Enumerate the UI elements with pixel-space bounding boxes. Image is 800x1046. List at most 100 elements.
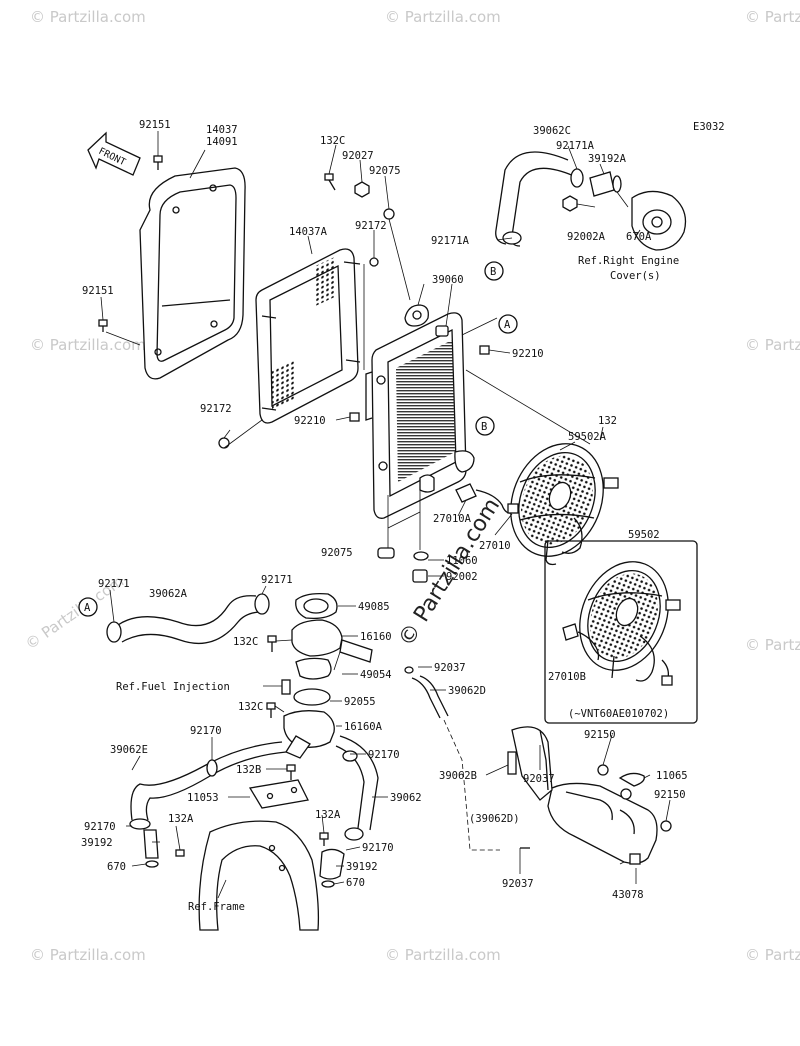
ref-note: Ref.Right Engine <box>578 255 679 267</box>
part-label: 39062B <box>439 770 477 782</box>
part-label: 92171 <box>98 578 130 590</box>
part-label: 132A <box>315 809 341 821</box>
upper-hose <box>495 151 575 247</box>
part-label: 92002A <box>567 231 606 243</box>
leader-lines <box>100 131 671 899</box>
reservoir-tank <box>511 726 672 865</box>
part-label: 39062 <box>390 792 422 804</box>
part-label: 92075 <box>369 165 401 177</box>
radiator-core <box>365 304 475 519</box>
part-label: 92037 <box>434 662 466 674</box>
diagram-code: E3032 <box>693 121 725 133</box>
part-label: 92170 <box>362 842 394 854</box>
part-label: 39062D <box>448 685 486 697</box>
bolt-icon <box>266 635 277 718</box>
watermark: © Partzilla.com <box>30 8 146 26</box>
watermark: © Partzilla.com <box>385 946 501 964</box>
part-label: 92172 <box>200 403 232 415</box>
part-label: 11065 <box>656 770 688 782</box>
part-label: 670 <box>107 861 126 873</box>
watermark: © Partzilla.com <box>385 8 501 26</box>
callout-label: A <box>84 602 91 614</box>
part-label: 92151 <box>82 285 114 297</box>
part-label: 39192A <box>588 153 627 165</box>
part-label: 92055 <box>344 696 376 708</box>
inset-note: (~VNT60AE010702) <box>568 708 669 720</box>
watermark: © Partzilla.com <box>745 636 800 654</box>
watermark: © Partzilla.com <box>30 946 146 964</box>
part-label: 39192 <box>346 861 378 873</box>
part-label: 16160 <box>360 631 392 643</box>
part-labels: 92151 14037 14091 132C 92027 92075 39062… <box>81 119 688 913</box>
ref-note: Ref.Frame <box>188 901 245 913</box>
hose-fitting-icon <box>589 171 622 197</box>
part-label: 92027 <box>342 150 374 162</box>
part-label: 27010 <box>479 540 511 552</box>
part-label: 670 <box>346 877 365 889</box>
part-label: 132 <box>598 415 617 427</box>
inset-box <box>544 540 698 724</box>
part-label: 27010A <box>433 513 472 525</box>
bypass-hose <box>129 741 287 830</box>
part-label: 92037 <box>502 878 534 890</box>
part-label: 59502A <box>568 431 607 443</box>
part-label: 92171A <box>556 140 595 152</box>
part-label: 92002 <box>446 571 478 583</box>
part-label: 132B <box>236 764 261 776</box>
watermark: © Partzilla.com <box>745 946 800 964</box>
part-label: 92037 <box>523 773 555 785</box>
thermostat-housing <box>283 592 373 759</box>
front-arrow: FRONT <box>87 131 141 176</box>
part-label: 39062E <box>110 744 148 756</box>
part-label: 14037 <box>206 124 238 136</box>
part-label: 92210 <box>294 415 326 427</box>
callout-label: A <box>504 319 511 331</box>
part-label: 132C <box>320 135 345 147</box>
bolt-icon <box>324 173 336 191</box>
hose-clamp-icon <box>570 168 584 188</box>
clip-icon <box>349 412 360 422</box>
radiator-guard <box>255 248 361 424</box>
part-label: 14091 <box>206 136 238 148</box>
callout-label: B <box>481 421 487 433</box>
part-label: 27010B <box>548 671 586 683</box>
part-label: 59502 <box>628 529 660 541</box>
part-label: 132C <box>233 636 258 648</box>
part-label: 92151 <box>139 119 171 131</box>
part-label: 92170 <box>368 749 400 761</box>
part-label: 92150 <box>654 789 686 801</box>
part-label: 92170 <box>84 821 116 833</box>
ref-note: Cover(s) <box>610 270 661 282</box>
watermark: © Partzilla.com <box>30 336 146 354</box>
sensor-icon <box>281 679 291 695</box>
part-label: 14037A <box>289 226 328 238</box>
part-label: 39062C <box>533 125 571 137</box>
bracket-icon <box>248 779 309 809</box>
callout-a: A A <box>78 314 518 617</box>
radiator-screen <box>139 167 246 380</box>
bolt-icon <box>153 155 163 170</box>
clip-icon <box>479 345 490 355</box>
part-label: 39192 <box>81 837 113 849</box>
ref-note: Ref.Fuel Injection <box>116 681 230 693</box>
part-label: 92170 <box>190 725 222 737</box>
part-label: 49054 <box>360 669 392 681</box>
part-label: 49085 <box>358 601 390 613</box>
engine-cover <box>631 190 687 251</box>
part-label: 43078 <box>612 889 644 901</box>
grommet-icon <box>377 547 395 559</box>
bolt-icon <box>562 195 578 212</box>
part-label: (39062D) <box>469 813 520 825</box>
frame-section <box>198 820 320 931</box>
return-hose <box>335 735 379 841</box>
bolt-icon <box>98 319 108 332</box>
part-label: 92171 <box>261 574 293 586</box>
part-label: 670A <box>626 231 652 243</box>
part-label: 92150 <box>584 729 616 741</box>
drain-plug-icon <box>412 569 428 583</box>
nut-icon <box>354 181 411 301</box>
part-label: 92171A <box>431 235 470 247</box>
part-label: 132A <box>168 813 194 825</box>
part-label: 39062A <box>149 588 188 600</box>
